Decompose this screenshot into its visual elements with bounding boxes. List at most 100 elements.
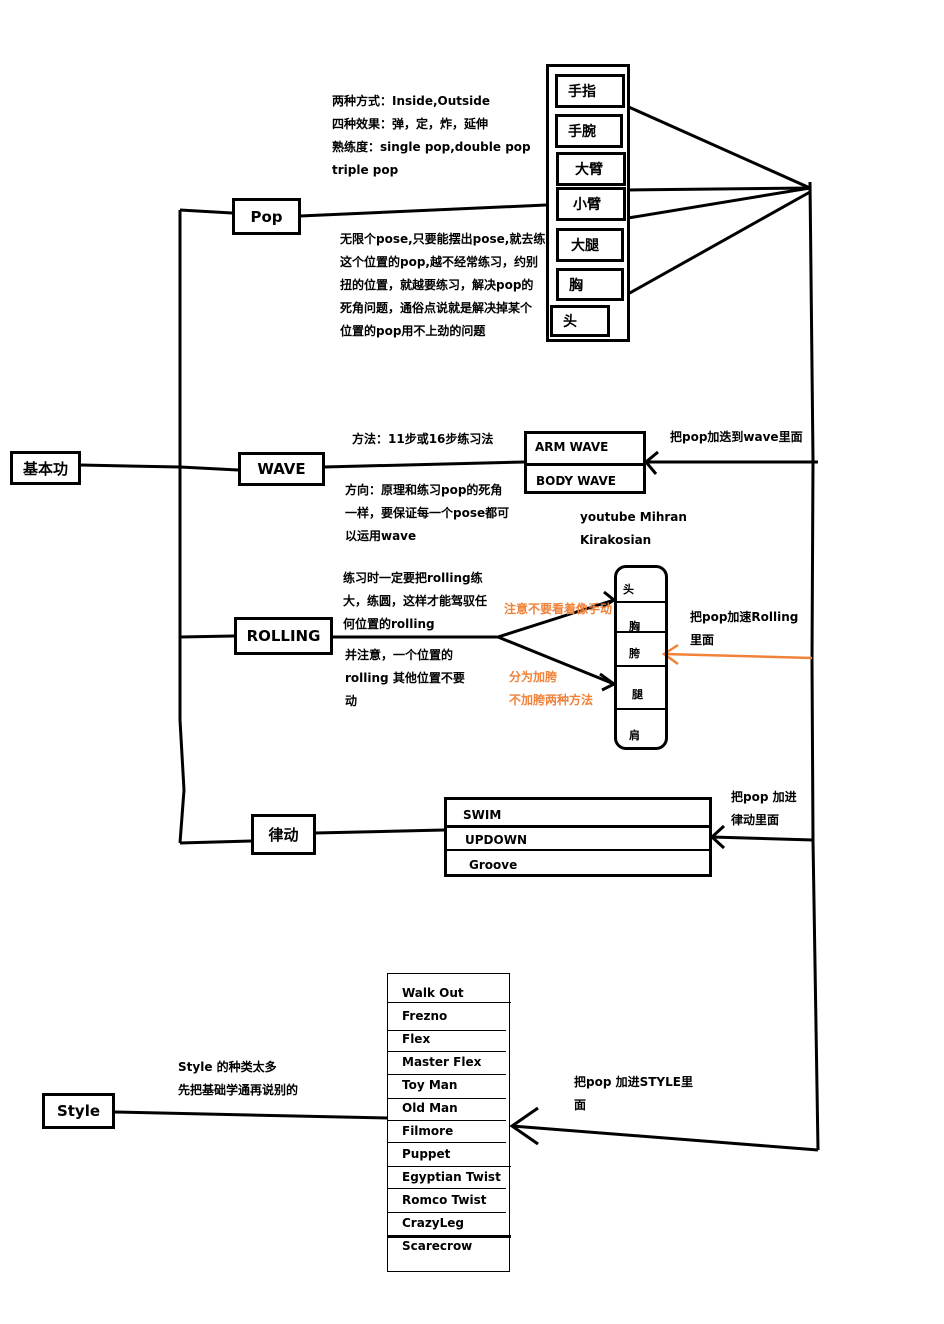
wave-item-body: BODY WAVE	[536, 474, 616, 488]
pop-note-line: 死角问题，通俗点说就是解决掉某个	[340, 301, 533, 315]
rolling-part-divider	[617, 601, 665, 603]
body-part-upper-arm: 大臂	[556, 152, 626, 186]
style-item: Filmore	[402, 1124, 454, 1138]
style-item: Frezno	[402, 1009, 448, 1023]
rolling-note-line: rolling 其他位置不要	[345, 671, 465, 685]
pop-node: Pop	[232, 198, 301, 235]
root-label: 基本功	[22, 459, 68, 478]
pop-feeder-line	[808, 181, 820, 1151]
rolling-part-leg: 腿	[632, 688, 643, 701]
rolling-orange-note-bottom: 分为加胯 不加胯两种方法	[509, 666, 593, 712]
pop-note-line: 两种方式：Inside,Outside	[332, 94, 491, 108]
style-item: Romco Twist	[402, 1193, 487, 1207]
pop-to-parts	[299, 203, 547, 218]
branch-rhythm	[179, 839, 252, 845]
wave-node: WAVE	[238, 452, 325, 486]
rolling-parts-list: 头 胸 胯 腿 肩	[614, 565, 668, 750]
body-part-label: 大臂	[575, 162, 603, 178]
feed-rhythm-arrow	[709, 824, 726, 850]
style-to-list	[113, 1110, 389, 1120]
wave-method-line: 方法：11步或16步练习法	[352, 432, 494, 446]
body-part-forearm: 小臂	[556, 187, 626, 221]
style-add-note: 把pop 加进STYLE里 面	[574, 1071, 693, 1117]
rolling-orange-note-top: 注意不要看着像手动	[504, 598, 612, 621]
style-item: Master Flex	[402, 1055, 482, 1069]
rolling-add-note: 把pop加速Rolling 里面	[690, 606, 798, 652]
feed-rhythm	[711, 835, 814, 842]
rolling-add-note-line: 里面	[690, 633, 715, 647]
body-part-head: 头	[550, 305, 610, 337]
rhythm-add-note-line: 把pop 加进	[731, 790, 797, 804]
feed-style	[511, 1124, 819, 1152]
feed-rolling-arrow	[661, 643, 679, 666]
rhythm-to-list	[314, 828, 445, 835]
rolling-part-hip: 胯	[629, 647, 640, 660]
style-divider	[388, 1166, 511, 1167]
rolling-note-line: 何位置的rolling	[343, 617, 435, 631]
wave-add-note: 把pop加迭到wave里面	[670, 426, 803, 449]
rolling-fan-bottom	[497, 635, 615, 686]
rolling-fan-top	[497, 598, 615, 639]
body-part-label: 小臂	[573, 197, 601, 213]
feed-rolling	[663, 652, 813, 660]
style-item: Puppet	[402, 1147, 451, 1161]
wave-list-divider	[527, 463, 643, 466]
rolling-part-head: 头	[623, 583, 634, 596]
style-divider	[388, 1074, 506, 1075]
branch-pop	[179, 208, 233, 215]
style-divider	[388, 1030, 506, 1031]
style-divider	[388, 1188, 506, 1189]
rhythm-list-divider	[447, 849, 709, 851]
fan-line-3	[627, 186, 811, 220]
wave-reference: youtube Mihran Kirakosian	[580, 506, 687, 552]
pop-notes-top: 两种方式：Inside,Outside 四种效果：弹，定，炸，延伸 熟练度：si…	[332, 90, 531, 182]
rolling-note-line: 动	[345, 694, 358, 708]
wave-reference-line: youtube Mihran	[580, 510, 687, 524]
pop-note-line: triple pop	[332, 163, 399, 177]
rolling-note-line: 大，练圆，这样才能驾驭任	[343, 594, 488, 608]
body-part-fingers: 手指	[555, 74, 625, 108]
main-trunk	[178, 210, 186, 844]
style-item: Flex	[402, 1032, 431, 1046]
wave-direction-line: 一样，要保证每一个pose都可	[345, 506, 510, 520]
rolling-part-chest: 胸	[629, 620, 640, 633]
style-item: Old Man	[402, 1101, 458, 1115]
body-part-thigh: 大腿	[556, 228, 624, 262]
style-item: Walk Out	[402, 986, 464, 1000]
style-note-line: 先把基础学通再说别的	[178, 1083, 299, 1097]
rhythm-item-groove: Groove	[469, 858, 518, 872]
rolling-add-note-line: 把pop加速Rolling	[690, 610, 799, 624]
body-part-chest: 胸	[556, 268, 624, 301]
rhythm-item-swim: SWIM	[463, 808, 502, 822]
body-part-label: 胸	[569, 277, 583, 294]
wave-reference-line: Kirakosian	[580, 533, 652, 547]
wave-method-note: 方法：11步或16步练习法	[352, 428, 493, 451]
style-add-note-line: 面	[574, 1098, 587, 1112]
rolling-part-shoulder: 肩	[629, 729, 640, 742]
style-divider	[388, 1120, 506, 1121]
style-divider	[388, 1142, 506, 1143]
body-part-label: 大腿	[571, 238, 599, 254]
rolling-orange-line: 注意不要看着像手动	[504, 602, 613, 616]
style-note: Style 的种类太多 先把基础学通再说别的	[178, 1056, 298, 1102]
rolling-note-bottom: 并注意，一个位置的 rolling 其他位置不要 动	[345, 644, 465, 713]
branch-wave	[179, 465, 239, 472]
style-divider	[388, 1212, 506, 1213]
style-divider	[388, 1235, 511, 1238]
style-list: Walk Out Frezno Flex Master Flex Toy Man…	[387, 973, 511, 1272]
feed-style-arrow	[509, 1106, 539, 1146]
wave-direction-note: 方向：原理和练习pop的死角 一样，要保证每一个pose都可 以运用wave	[345, 479, 509, 548]
wave-label: WAVE	[257, 460, 306, 478]
feed-wave-arrow	[643, 450, 659, 475]
body-part-wrist: 手腕	[555, 114, 623, 148]
wave-list: ARM WAVE BODY WAVE	[524, 431, 646, 494]
pop-label: Pop	[250, 207, 283, 226]
body-part-label: 手指	[568, 84, 596, 100]
rolling-part-divider	[617, 631, 665, 633]
style-item: Scarecrow	[402, 1239, 473, 1253]
pop-note-line: 四种效果：弹，定，炸，延伸	[332, 117, 489, 131]
rolling-orange-line: 分为加胯	[509, 670, 558, 684]
style-divider	[388, 1098, 506, 1099]
style-node: Style	[42, 1093, 115, 1129]
wave-add-note-line: 把pop加迭到wave里面	[670, 430, 803, 444]
